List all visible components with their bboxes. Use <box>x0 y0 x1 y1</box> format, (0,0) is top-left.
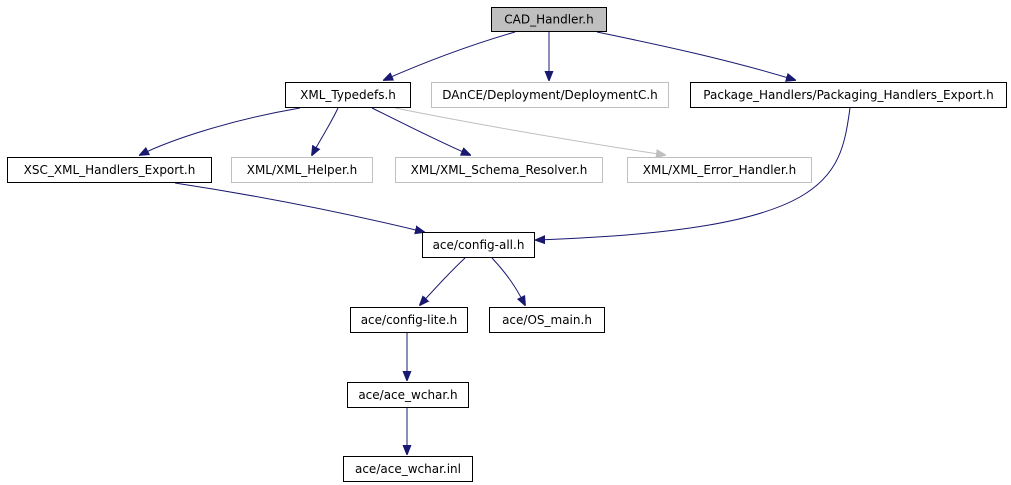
node-dance[interactable]: DAnCE/Deployment/DeploymentC.h <box>431 82 669 108</box>
node-box-cfglite <box>350 307 468 333</box>
edge-xmltd-to-resolver <box>371 107 470 155</box>
node-cfglite[interactable]: ace/config-lite.h <box>350 307 468 333</box>
edge-cfgall-to-osmain <box>491 257 525 305</box>
node-box-cfgall <box>422 232 535 258</box>
node-box-helper <box>231 157 373 183</box>
edges-layer <box>140 31 851 454</box>
node-osmain[interactable]: ace/OS_main.h <box>489 307 605 333</box>
node-label-wcharinl: ace/ace_wchar.inl <box>355 462 461 476</box>
node-label-helper: XML/XML_Helper.h <box>247 163 358 177</box>
node-label-osmain: ace/OS_main.h <box>502 313 592 327</box>
edge-cad-to-pkg <box>596 31 795 80</box>
edge-xmltd-to-xsc <box>140 107 301 155</box>
edge-cfgall-to-cfglite <box>420 257 466 305</box>
node-label-xmltd: XML_Typedefs.h <box>300 88 396 102</box>
edge-cad-to-xmltd <box>384 31 516 80</box>
node-label-cfglite: ace/config-lite.h <box>361 313 458 327</box>
node-box-wcharinl <box>343 456 473 482</box>
node-box-wchar <box>347 382 469 408</box>
node-box-xsc <box>7 157 212 183</box>
node-label-xsc: XSC_XML_Handlers_Export.h <box>24 163 196 177</box>
node-cad[interactable]: CAD_Handler.h <box>491 7 607 32</box>
node-label-dance: DAnCE/Deployment/DeploymentC.h <box>442 88 658 102</box>
node-resolver[interactable]: XML/XML_Schema_Resolver.h <box>395 157 603 183</box>
node-wcharinl[interactable]: ace/ace_wchar.inl <box>343 456 473 482</box>
edge-pkg-to-cfgall <box>536 107 851 240</box>
node-label-wchar: ace/ace_wchar.h <box>358 388 457 402</box>
node-label-errh: XML/XML_Error_Handler.h <box>643 163 796 177</box>
node-box-cad <box>491 7 607 32</box>
node-xmltd[interactable]: XML_Typedefs.h <box>285 82 411 108</box>
node-label-pkg: Package_Handlers/Packaging_Handlers_Expo… <box>703 88 993 102</box>
node-box-pkg <box>690 82 1007 108</box>
edge-xmltd-to-errh <box>394 107 665 155</box>
node-wchar[interactable]: ace/ace_wchar.h <box>347 382 469 408</box>
node-label-cad: CAD_Handler.h <box>504 13 593 27</box>
edge-xmltd-to-helper <box>312 107 339 155</box>
node-xsc[interactable]: XSC_XML_Handlers_Export.h <box>7 157 212 183</box>
node-label-resolver: XML/XML_Schema_Resolver.h <box>411 163 588 177</box>
node-box-osmain <box>489 307 605 333</box>
node-box-dance <box>431 82 669 108</box>
node-box-xmltd <box>285 82 411 108</box>
node-pkg[interactable]: Package_Handlers/Packaging_Handlers_Expo… <box>690 82 1007 108</box>
node-cfgall[interactable]: ace/config-all.h <box>422 232 535 258</box>
edge-xsc-to-cfgall <box>174 182 424 232</box>
node-helper[interactable]: XML/XML_Helper.h <box>231 157 373 183</box>
node-label-cfgall: ace/config-all.h <box>433 238 525 252</box>
node-box-resolver <box>395 157 603 183</box>
node-box-errh <box>627 157 812 183</box>
node-errh[interactable]: XML/XML_Error_Handler.h <box>627 157 812 183</box>
